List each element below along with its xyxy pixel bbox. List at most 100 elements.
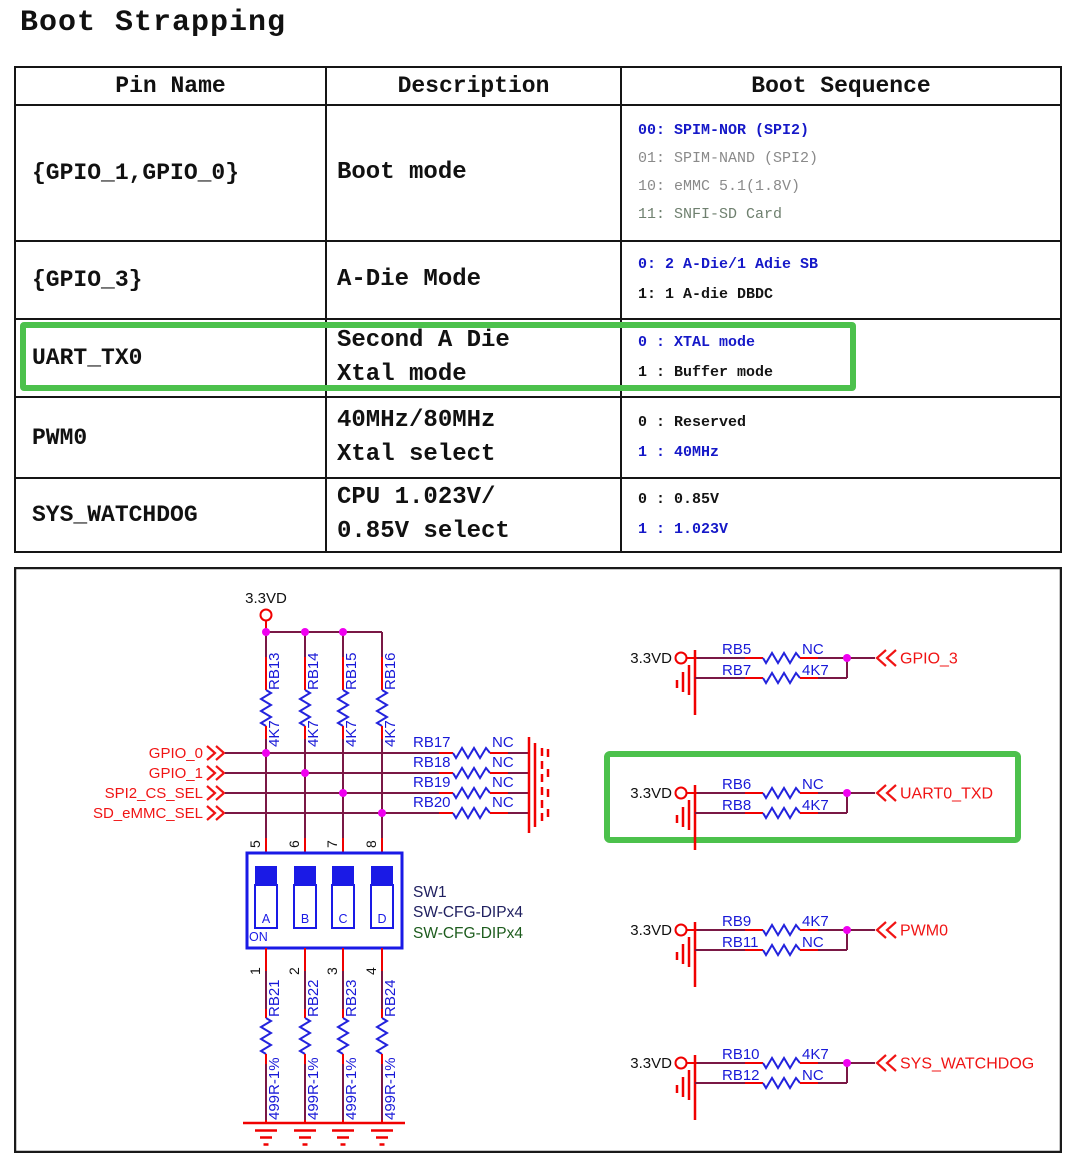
- dip-pin-number: 8: [363, 840, 379, 848]
- resistor-ref: RB9: [722, 913, 751, 930]
- dip-pin-number: 7: [324, 840, 340, 848]
- pulldown-resistor-rb24: RB24 499R-1%: [375, 948, 399, 1120]
- dip-pin-number: 4: [363, 967, 379, 975]
- net-chevron-icon: [885, 921, 897, 939]
- pin-description: Boot mode: [337, 159, 467, 186]
- resistor-ref: RB10: [722, 1046, 760, 1063]
- table-row-sys-watchdog: SYS_WATCHDOG CPU 1.023V/ 0.85V select 0 …: [16, 479, 1060, 551]
- boot-seq-option: 1: 1 A-die DBDC: [638, 286, 774, 303]
- net-chevron-icon: [206, 745, 217, 761]
- resistor-ref: RB22: [305, 979, 322, 1017]
- pin-description: 0.85V select: [337, 518, 510, 545]
- pin-description: Xtal mode: [337, 361, 467, 388]
- resistor-value: 499R-1%: [343, 1057, 360, 1120]
- resistor-value: NC: [492, 774, 514, 791]
- ground-symbols-icon: [243, 1120, 405, 1146]
- power-label: 3.3VD: [630, 922, 672, 939]
- pin-name: SYS_WATCHDOG: [32, 502, 198, 528]
- net-chevron-icon: [206, 785, 217, 801]
- strap-circuit-uart0-txd: 3.3VD UART0_TXD RB6 NC RB8 4K7: [630, 776, 993, 850]
- dip-position-label: C: [338, 912, 347, 926]
- resistor-ref: RB20: [413, 794, 451, 811]
- resistor-value: 4K7: [802, 662, 829, 679]
- net-chevron-icon: [215, 785, 226, 801]
- boot-seq-option: 1 : Buffer mode: [638, 364, 774, 381]
- net-gpio-0: GPIO_0 RB17 NC: [149, 734, 529, 762]
- power-pin-icon: [259, 608, 273, 622]
- table-row-uart-tx0: UART_TX0 Second A Die Xtal mode 0 : XTAL…: [16, 320, 1060, 398]
- power-label: 3.3VD: [630, 785, 672, 802]
- resistor-value: NC: [492, 754, 514, 771]
- pulldown-resistor-rb22: RB22 499R-1%: [298, 948, 322, 1120]
- boot-seq-option: 11: SNFI-SD Card: [638, 206, 783, 223]
- resistor-value: 4K7: [266, 720, 283, 747]
- table-row-boot-mode: {GPIO_1,GPIO_0} Boot mode 00: SPIM-NOR (…: [16, 106, 1060, 242]
- resistor-ref: RB11: [722, 934, 758, 951]
- dip-position-label: A: [262, 912, 271, 926]
- resistor-ref: RB15: [343, 652, 360, 690]
- resistor-value: NC: [802, 1067, 824, 1084]
- power-pin-icon: [674, 651, 688, 665]
- power-pin-icon: [674, 923, 688, 937]
- net-chevron-icon: [875, 1054, 887, 1072]
- boot-seq-option: 01: SPIM-NAND (SPI2): [638, 150, 819, 167]
- dip-pin-number: 5: [247, 840, 263, 848]
- pin-description: 40MHz/80MHz: [337, 406, 496, 434]
- pullup-resistor-rb16: RB16 4K7: [375, 632, 399, 853]
- boot-seq-option: 1 : 1.023V: [638, 521, 729, 538]
- dip-part-label-alt: SW-CFG-DIPx4: [413, 925, 523, 942]
- resistor-ref: RB23: [343, 979, 360, 1017]
- dip-pin-number: 6: [286, 840, 302, 848]
- boot-seq-option: 10: eMMC 5.1(1.8V): [638, 178, 801, 195]
- resistor-ref: RB24: [382, 979, 399, 1017]
- net-label: GPIO_1: [149, 765, 203, 782]
- boot-seq-option: 1 : 40MHz: [638, 443, 720, 461]
- pin-description: Second A Die: [337, 327, 510, 354]
- net-chevron-icon: [885, 784, 897, 802]
- net-chevron-icon: [875, 784, 887, 802]
- resistor-ref: RB13: [266, 652, 283, 690]
- resistor-value: 4K7: [305, 720, 322, 747]
- power-pin-icon: [674, 1056, 688, 1070]
- resistor-value: NC: [802, 641, 824, 658]
- resistor-value: 499R-1%: [266, 1057, 283, 1120]
- power-pin-icon: [674, 786, 688, 800]
- resistor-value: 499R-1%: [382, 1057, 399, 1120]
- table-header-row: Pin Name Description Boot Sequence: [16, 68, 1060, 106]
- net-sd-emmc-sel: SD_eMMC_SEL RB20 NC: [93, 794, 529, 822]
- net-label: GPIO_3: [900, 651, 958, 668]
- net-label: SPI2_CS_SEL: [105, 785, 203, 802]
- schematic-border: [14, 567, 1062, 1153]
- resistor-ref: RB16: [382, 652, 399, 690]
- resistor-ref: RB14: [305, 652, 322, 690]
- dip-switch-sw1: 5 6 7 8 A B C D ON SW1 SW-CFG-DIPx4 SW-C…: [245, 840, 523, 975]
- resistor-value: 4K7: [343, 720, 360, 747]
- net-chevron-icon: [215, 765, 226, 781]
- resistor-ref: RB8: [722, 797, 751, 814]
- net-spi2-cs-sel: SPI2_CS_SEL RB19 NC: [105, 774, 529, 802]
- pin-name: {GPIO_3}: [32, 267, 143, 293]
- pin-name: PWM0: [32, 424, 88, 451]
- header-boot-sequence: Boot Sequence: [751, 73, 931, 99]
- resistor-value: 499R-1%: [305, 1057, 322, 1120]
- net-label: GPIO_0: [149, 745, 203, 762]
- nc-termination-icon: [527, 737, 550, 833]
- resistor-ref: RB5: [722, 641, 751, 658]
- boot-strapping-table: Pin Name Description Boot Sequence {GPIO…: [14, 66, 1062, 553]
- net-chevron-icon: [206, 805, 217, 821]
- net-chevron-icon: [215, 745, 226, 761]
- net-chevron-icon: [875, 921, 887, 939]
- resistor-ref: RB6: [722, 776, 751, 793]
- dip-pin-number: 3: [324, 967, 340, 975]
- dip-position-label: B: [301, 912, 309, 926]
- resistor-value: 4K7: [802, 797, 829, 814]
- boot-seq-option: 0: 2 A-Die/1 Adie SB: [638, 256, 819, 273]
- power-label: 3.3VD: [245, 590, 287, 607]
- header-description: Description: [327, 68, 622, 104]
- dip-pin-number: 1: [247, 967, 263, 975]
- header-pin-name: Pin Name: [16, 68, 327, 104]
- junction-dots: [262, 628, 386, 817]
- resistor-value: NC: [492, 734, 514, 751]
- power-label: 3.3VD: [630, 650, 672, 667]
